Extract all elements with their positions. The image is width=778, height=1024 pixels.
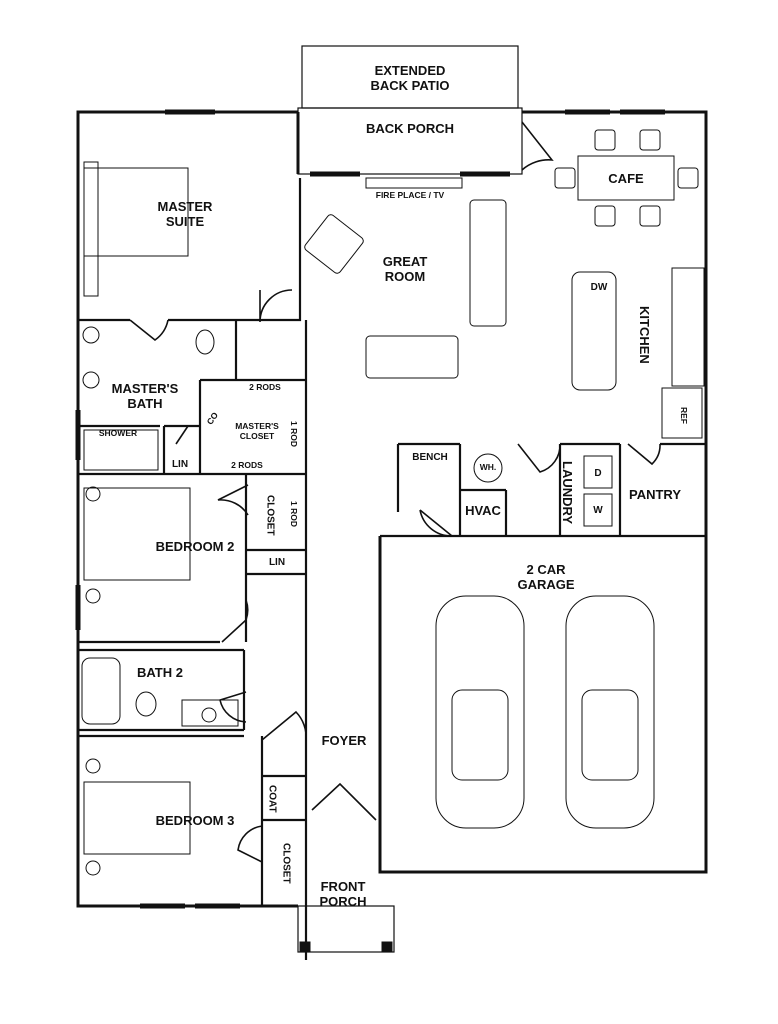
- back-porch-label: BACK PORCH: [365, 121, 455, 136]
- front-porch-outline: [297, 905, 395, 953]
- fireplace-label: FIRE PLACE / TV: [375, 190, 445, 200]
- cafe-table: [577, 155, 675, 201]
- extended-patio-label: EXTENDED BACK PATIO: [370, 63, 450, 93]
- closet-bedroom3-label: CLOSET: [280, 842, 292, 884]
- armchair: [304, 214, 364, 274]
- ref-label: REF: [678, 406, 689, 424]
- lin-master-label: LIN: [171, 459, 189, 470]
- front-porch-label: FRONT PORCH: [319, 879, 367, 909]
- masters-bath-label: MASTER'S BATH: [111, 381, 179, 411]
- back-porch-outline: [297, 107, 523, 175]
- garage-label: 2 CAR GARAGE: [517, 562, 575, 592]
- interior-walls: [78, 178, 706, 960]
- hvac-label: HVAC: [465, 503, 501, 518]
- sofa: [469, 199, 507, 327]
- fireplace: [365, 177, 463, 189]
- cars: [435, 595, 655, 829]
- shower-label: SHOWER: [98, 428, 138, 438]
- kitchen-label: KITCHEN: [636, 306, 652, 364]
- furniture: [81, 129, 705, 876]
- lin-hall-label: LIN: [268, 557, 286, 568]
- closet-bedroom2-label: CLOSET: [264, 494, 276, 536]
- pantry-label: PANTRY: [629, 487, 681, 502]
- masters-closet-label: MASTER'S CLOSET: [235, 421, 279, 441]
- foyer-label: FOYER: [321, 733, 367, 748]
- water-heater-label: WH.: [479, 462, 497, 472]
- two-rods-top-label: 2 RODS: [249, 382, 281, 392]
- bedroom3-label: BEDROOM 3: [155, 813, 235, 828]
- two-rods-bottom-label: 2 RODS: [231, 460, 263, 470]
- bedroom2-label: BEDROOM 2: [155, 539, 235, 554]
- master-suite-label: MASTER SUITE: [157, 199, 213, 229]
- washer-label: W: [593, 505, 603, 516]
- bath2-label: BATH 2: [137, 665, 183, 680]
- great-room-label: GREAT ROOM: [382, 254, 428, 284]
- doors: [129, 121, 661, 863]
- laundry-label: LAUNDRY: [559, 461, 575, 525]
- loveseat: [365, 335, 459, 379]
- cafe-label: CAFE: [608, 171, 644, 186]
- windows: [75, 109, 665, 909]
- dw-label: DW: [590, 282, 608, 293]
- coat-label: COAT: [266, 785, 278, 813]
- one-rod-bedroom2-label: 1 ROD: [288, 501, 299, 527]
- dryer-label: D: [594, 468, 602, 479]
- kitchen-island: [571, 271, 617, 391]
- one-rod-closet-label: 1 ROD: [288, 421, 299, 447]
- bench-label: BENCH: [412, 452, 448, 463]
